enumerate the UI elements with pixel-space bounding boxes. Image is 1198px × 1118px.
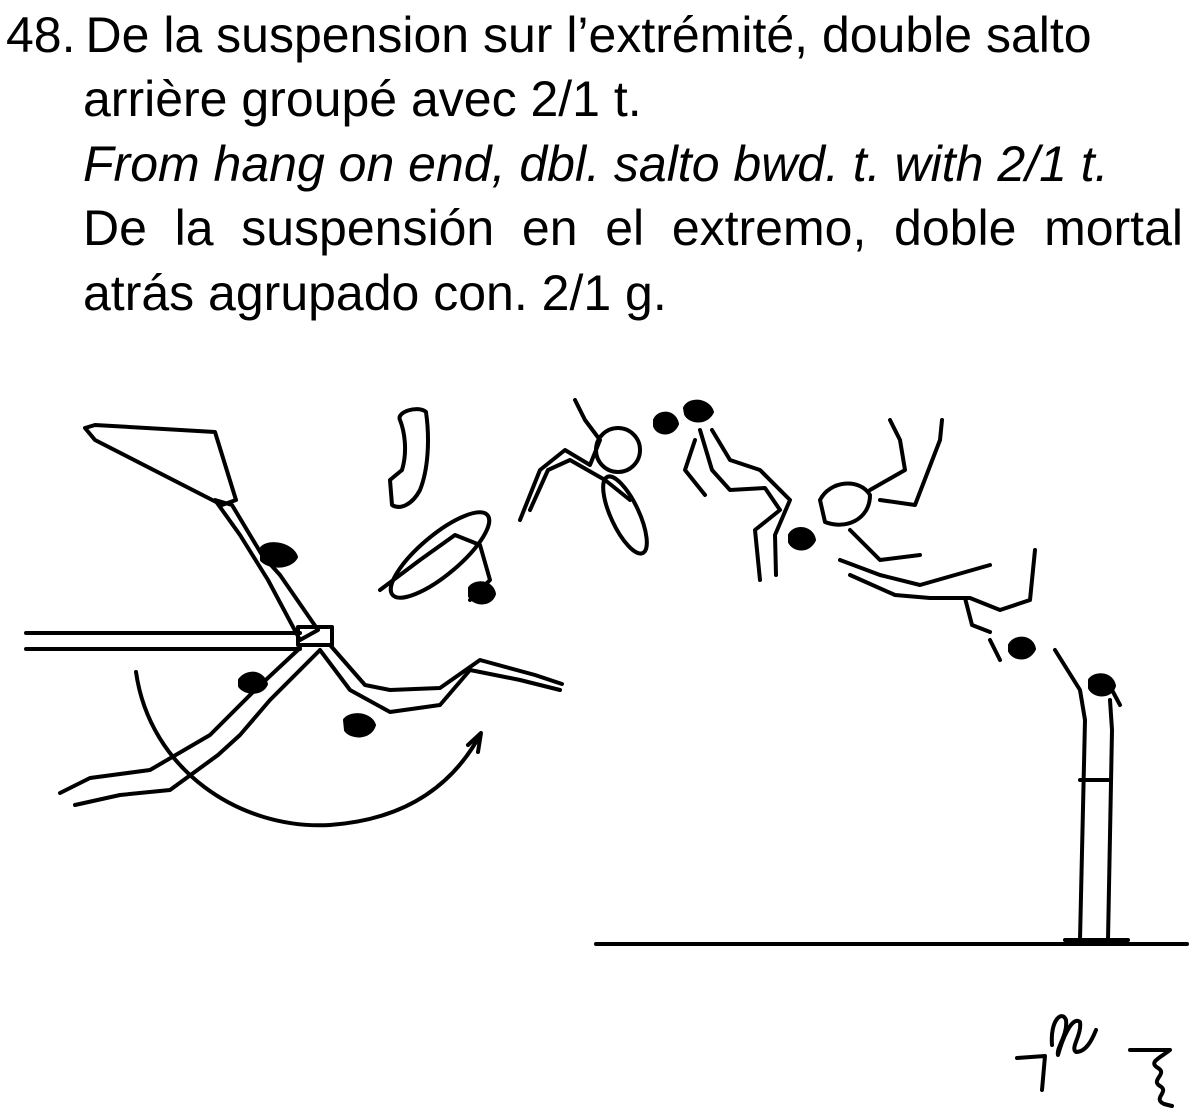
- gymnast-sequence-illustration: [0, 380, 1198, 1118]
- figure-landing: [1053, 648, 1130, 942]
- english-description: From hang on end, dbl. salto bwd. t. wit…: [83, 136, 1109, 192]
- french-description-line-2: arrière groupé avec 2/1 t.: [83, 71, 642, 127]
- artist-signature: [1015, 1014, 1174, 1108]
- spanish-description-line-1: De la suspensión en el extremo, doble mo…: [83, 200, 1183, 256]
- figure-open: [838, 548, 1037, 662]
- figure-swing-down: [58, 646, 322, 807]
- element-number: 48.: [6, 7, 76, 63]
- figure-tuck-1: [378, 407, 496, 605]
- swing-arc: [134, 670, 483, 828]
- figure-tuck-2: [518, 398, 679, 556]
- french-text-1: De la suspension sur l’extrémité, double…: [85, 7, 1092, 63]
- figure-hang-start: [83, 423, 320, 642]
- spanish-description-line-2: atrás agrupado con. 2/1 g.: [83, 265, 667, 321]
- figure-release: [318, 643, 564, 738]
- french-description-line-1: 48.De la suspension sur l’extrémité, dou…: [6, 2, 1092, 68]
- figure-tuck-3: [683, 399, 792, 582]
- bar-apparatus: [24, 625, 334, 651]
- figure-tuck-4: [788, 418, 944, 562]
